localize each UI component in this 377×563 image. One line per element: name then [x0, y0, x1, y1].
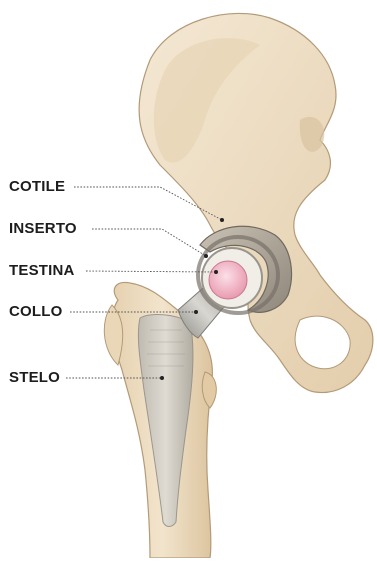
leader-dot-inserto [204, 254, 208, 258]
leader-line-inserto [92, 229, 206, 256]
leader-dot-collo [194, 310, 198, 314]
label-stelo: STELO [9, 369, 60, 387]
leader-dot-cotile [220, 218, 224, 222]
label-testina: TESTINA [9, 262, 75, 280]
label-cotile: COTILE [9, 178, 65, 196]
label-inserto: INSERTO [9, 220, 77, 238]
label-collo: COLLO [9, 303, 63, 321]
femoral-head [209, 261, 247, 299]
leader-dot-testina [214, 270, 218, 274]
leader-dot-stelo [160, 376, 164, 380]
